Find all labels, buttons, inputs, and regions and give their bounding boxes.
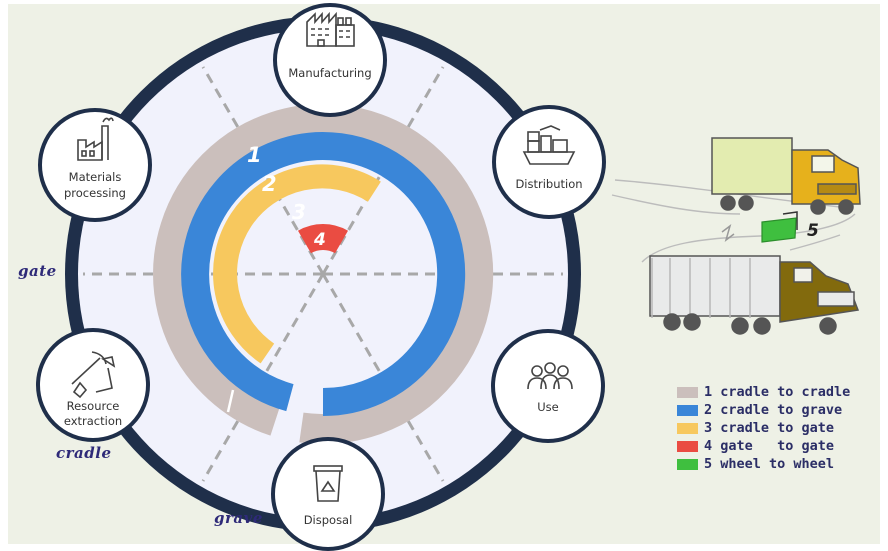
node-circle xyxy=(38,108,152,222)
green-flag xyxy=(761,217,797,243)
node-circle xyxy=(36,328,150,442)
label-grave: grave xyxy=(214,509,263,527)
ring-number-3: 3 xyxy=(292,200,306,224)
arc-cradle-to-cradle xyxy=(153,104,494,445)
arc-join-mark xyxy=(226,389,235,413)
node-label-manufacturing: Manufacturing xyxy=(288,66,371,80)
label-cradle: cradle xyxy=(56,444,112,462)
node-label-use: Use xyxy=(537,400,558,414)
legend-item: 5 wheel to wheel xyxy=(677,455,850,473)
node-distribution: Distribution xyxy=(492,105,606,219)
legend-item: 1 cradle to cradle xyxy=(677,383,850,401)
node-materials-processing: Materials processing xyxy=(38,108,152,222)
ring-number-4: 4 xyxy=(313,230,326,250)
node-circle xyxy=(492,105,606,219)
node-circle xyxy=(491,329,605,443)
trash-bin-icon xyxy=(313,465,343,502)
node-circle xyxy=(273,3,387,117)
ring-number-1: 1 xyxy=(247,143,262,167)
node-use: Use xyxy=(491,329,605,443)
manufacturing-icon xyxy=(306,11,355,47)
legend: 1 cradle to cradle 2 cradle to grave 3 c… xyxy=(677,383,850,473)
wheel-number: 5 xyxy=(807,221,819,241)
node-label-materials-1: Materials xyxy=(69,170,122,184)
legend-swatch xyxy=(677,386,698,398)
node-disposal: Disposal xyxy=(271,437,385,551)
road-line xyxy=(641,213,856,263)
legend-item: 3 cradle to gate xyxy=(677,419,850,437)
node-label-distribution: Distribution xyxy=(515,177,582,191)
node-circle xyxy=(271,437,385,551)
distribution-icon xyxy=(522,125,576,165)
truck-icon xyxy=(649,255,860,335)
legend-swatch xyxy=(677,440,698,452)
legend-swatch xyxy=(677,458,698,470)
legend-item: 2 cradle to grave xyxy=(677,401,850,419)
spark-mark xyxy=(721,224,735,242)
factory-icon xyxy=(77,117,114,161)
node-label-resource-2: extraction xyxy=(64,414,122,428)
node-resource-extraction: Resource extraction xyxy=(36,328,150,442)
legend-label: 1 cradle to cradle xyxy=(704,384,851,400)
arc-cradle-to-gate xyxy=(213,164,381,364)
legend-swatch xyxy=(677,422,698,434)
label-gate: gate xyxy=(18,262,57,280)
node-label-materials-2: processing xyxy=(64,186,126,200)
legend-label: 4 gate to gate xyxy=(704,438,835,454)
legend-label: 5 wheel to wheel xyxy=(704,456,835,472)
legend-swatch xyxy=(677,404,698,416)
arc-cradle-to-grave xyxy=(181,132,466,416)
node-label-resource-1: Resource xyxy=(67,399,120,413)
trucks-illustration: 5 xyxy=(611,137,861,335)
pickaxe-icon xyxy=(71,351,116,399)
truck-icon xyxy=(711,137,861,215)
arc-gate-to-gate xyxy=(298,224,348,254)
road-line xyxy=(789,234,841,251)
node-label-disposal: Disposal xyxy=(304,513,353,527)
lifecycle-arcs xyxy=(153,104,494,445)
node-manufacturing: Manufacturing xyxy=(273,3,387,117)
road-line xyxy=(611,194,741,215)
legend-label: 2 cradle to grave xyxy=(704,402,843,418)
users-icon xyxy=(527,362,573,390)
flag-pole xyxy=(782,211,798,230)
legend-item: 4 gate to gate xyxy=(677,437,850,455)
ring-number-2: 2 xyxy=(262,172,277,196)
legend-label: 3 cradle to gate xyxy=(704,420,835,436)
